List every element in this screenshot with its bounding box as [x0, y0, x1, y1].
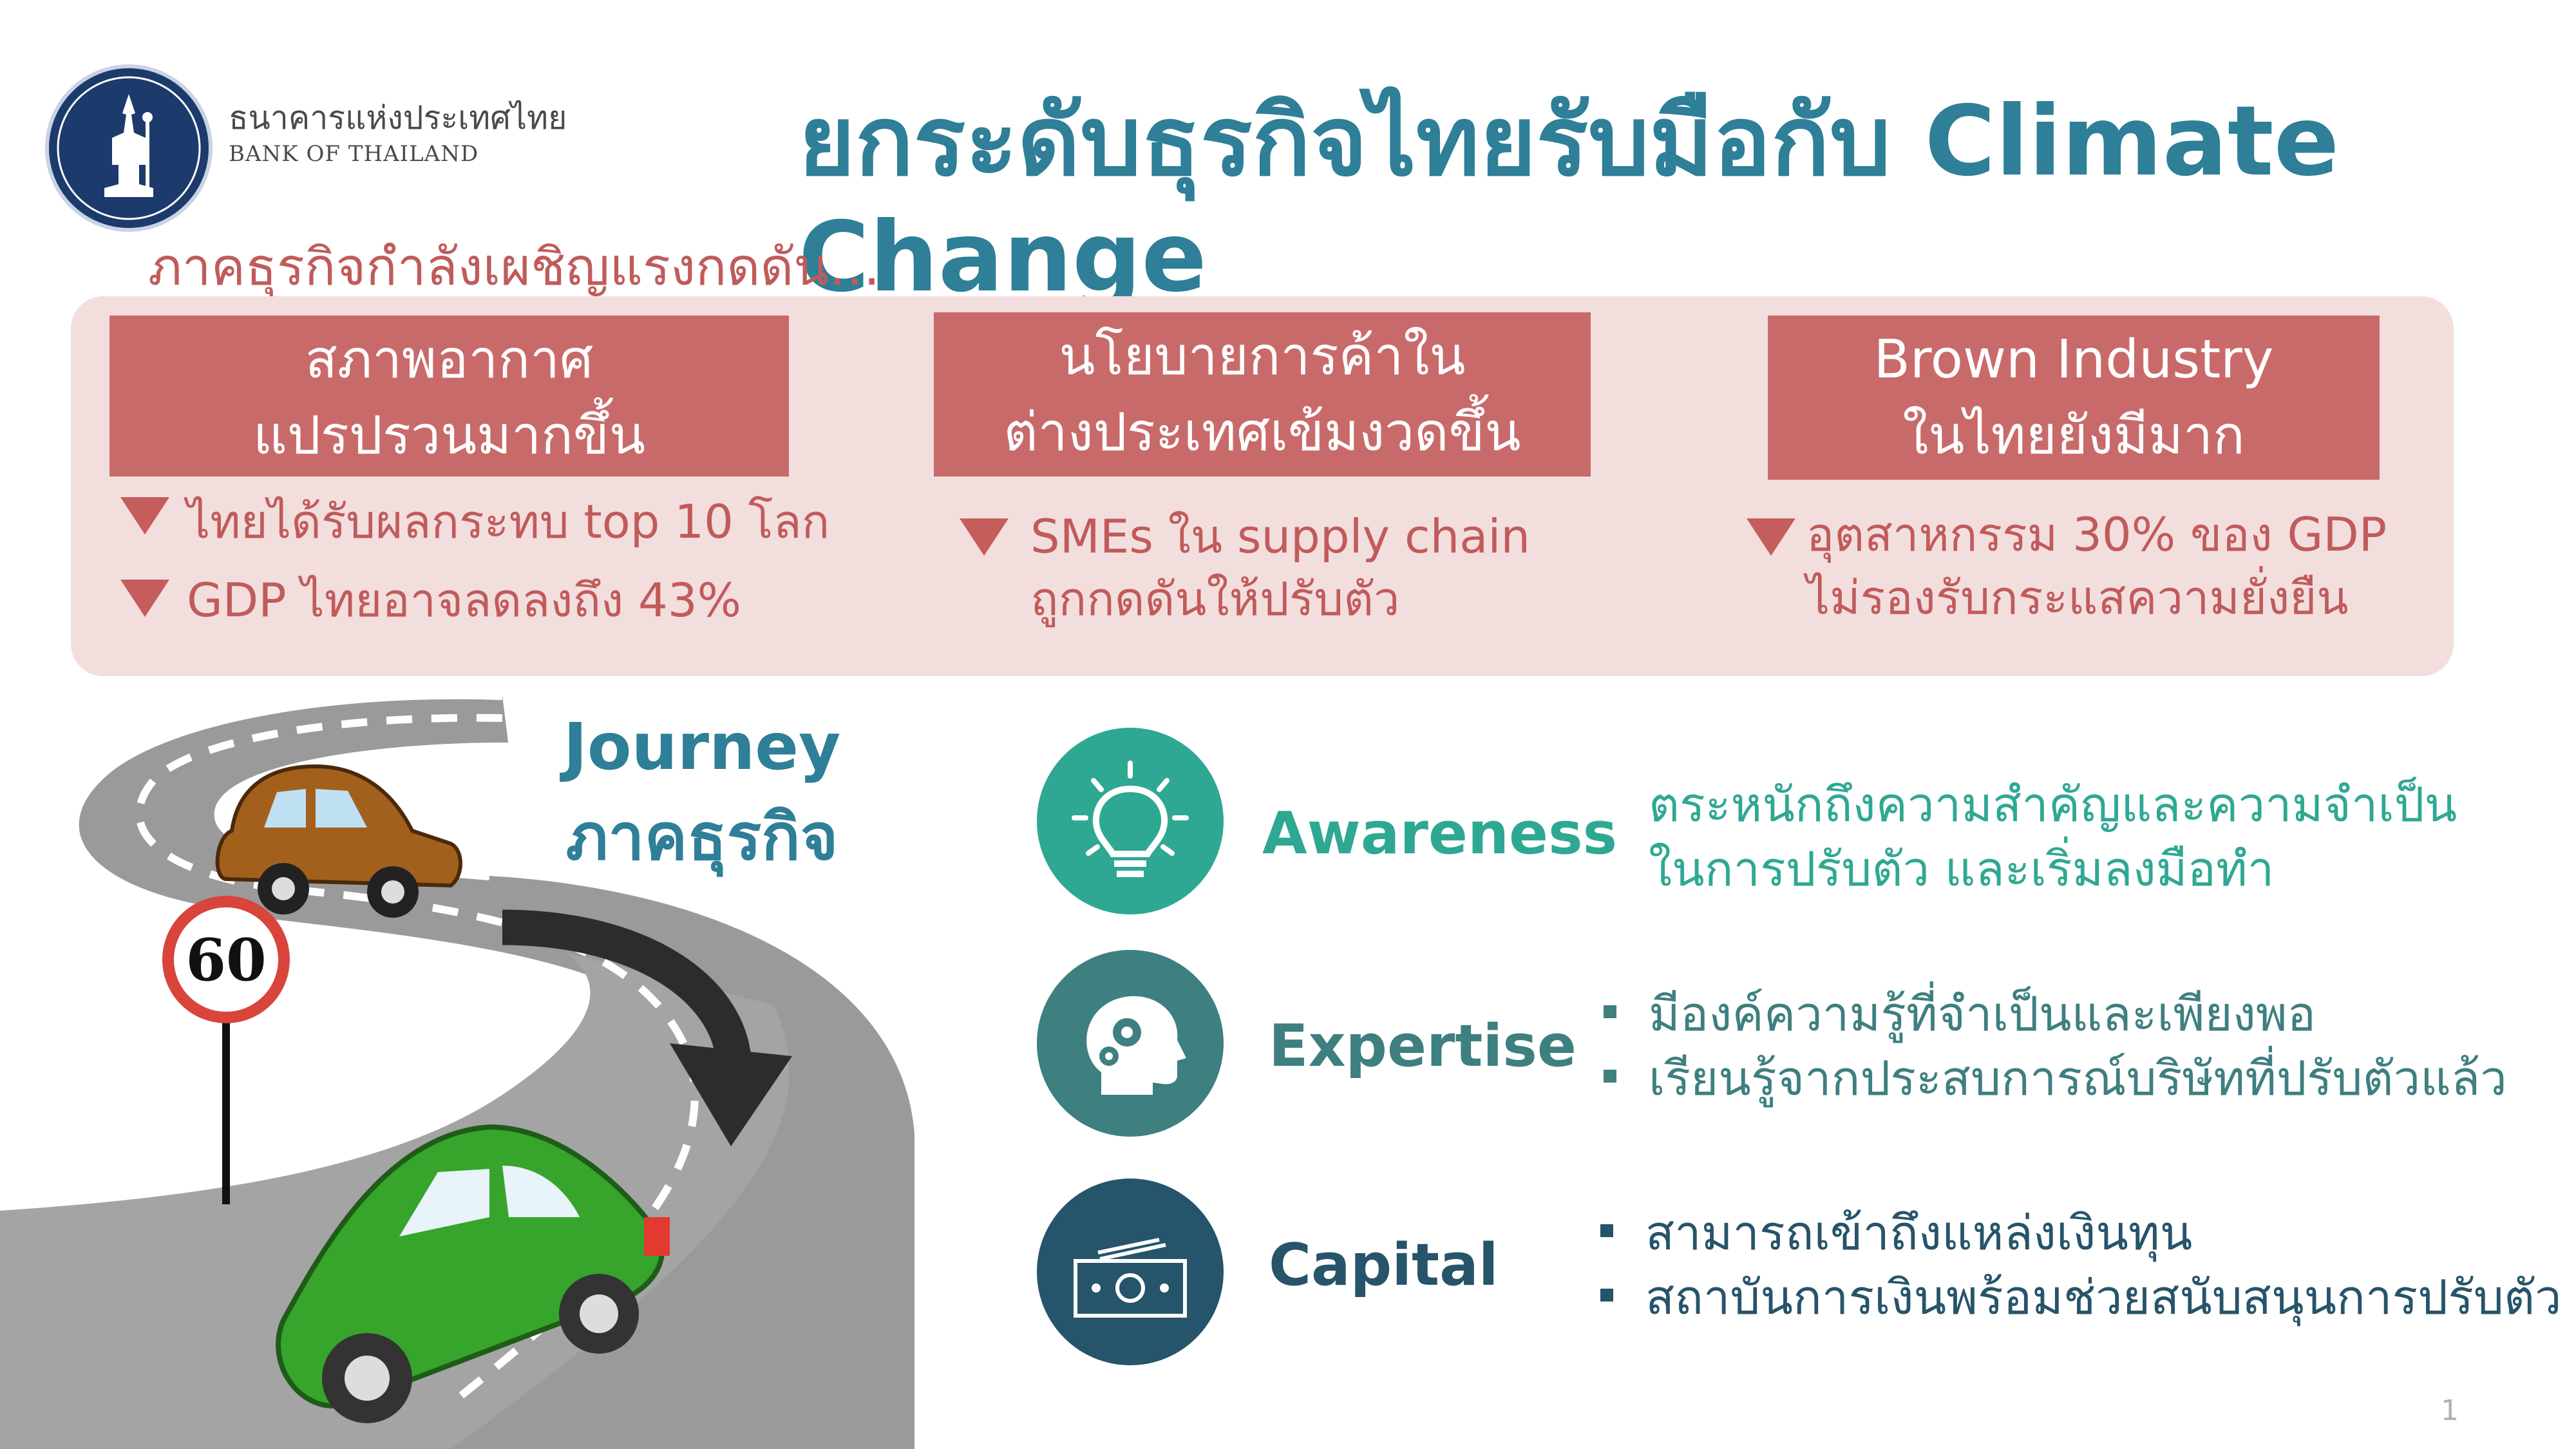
heading-line: สภาพอากาศ — [305, 329, 594, 390]
pressure-heading-brown-industry: Brown Industry ในไทยยังมีมาก — [1768, 316, 2380, 480]
list-item: สถาบันการเงินพร้อมช่วยสนับสนุนการปรับตัว — [1600, 1265, 2562, 1330]
speed-sign-value: 60 — [185, 926, 266, 994]
capital-circle — [1037, 1179, 1224, 1365]
bank-of-thailand-logo — [45, 64, 213, 232]
journey-line-th: ภาคธุรกิจ — [565, 799, 838, 875]
down-triangle-icon — [1747, 518, 1795, 556]
list-item: สามารถเข้าถึงแหล่งเงินทุน — [1600, 1201, 2562, 1265]
speed-sign-icon — [162, 896, 290, 1023]
pressure-bullet: SMEs ใน supply chain — [1030, 509, 1531, 564]
square-bullet-icon — [1600, 1289, 1613, 1302]
heading-line: ในไทยยังมีมาก — [1902, 405, 2245, 466]
list-item: มีองค์ความรู้ที่จำเป็นและเพียงพอ — [1604, 982, 2507, 1046]
brown-car-icon — [215, 764, 462, 918]
pressure-bullet: ไม่รองรับกระแสความยั่งยืน — [1806, 571, 2349, 625]
pressure-bullet: GDP ไทยอาจลดลงถึง 43% — [187, 573, 742, 627]
road-illustration: 60 — [0, 690, 914, 1449]
pillar-label-awareness: Awareness — [1262, 800, 1618, 867]
journey-label: Journey ภาคธุรกิจ — [541, 702, 863, 882]
green-car-icon — [276, 1124, 670, 1423]
heading-line: แปรปรวนมากขึ้น — [253, 405, 645, 466]
square-bullet-icon — [1600, 1224, 1613, 1238]
logo-text: ธนาคารแห่งประเทศไทย BANK OF THAILAND — [229, 97, 567, 169]
logo-name-en: BANK OF THAILAND — [229, 141, 479, 167]
heading-line: Brown Industry — [1873, 329, 2274, 390]
slide-title: ยกระดับธุรกิจไทยรับมือกับ Climate Change — [799, 86, 2340, 314]
journey-line-en: Journey — [563, 709, 841, 784]
pressure-bullet: ไทยได้รับผลกระทบ top 10 โลก — [187, 495, 830, 549]
heading-line: นโยบายการค้าใน — [1059, 326, 1466, 387]
awareness-description: ตระหนักถึงความสำคัญและความจำเป็น ในการปร… — [1649, 773, 2457, 902]
pillar-label-expertise: Expertise — [1269, 1012, 1577, 1080]
list-item: เรียนรู้จากประสบการณ์บริษัทที่ปรับตัวแล้… — [1604, 1046, 2507, 1111]
list-item-text: สามารถเข้าถึงแหล่งเงินทุน — [1645, 1206, 2193, 1261]
list-item-text: สถาบันการเงินพร้อมช่วยสนับสนุนการปรับตัว — [1645, 1270, 2562, 1325]
emblem-icon — [57, 76, 201, 220]
pressure-bullet: ถูกกดดันให้ปรับตัว — [1030, 572, 1400, 626]
pressure-heading-trade-policy: นโยบายการค้าใน ต่างประเทศเข้มงวดขึ้น — [934, 312, 1591, 477]
logo-name-th: ธนาคารแห่งประเทศไทย — [229, 99, 567, 137]
arrow-head-icon — [670, 1043, 792, 1146]
square-bullet-icon — [1604, 1070, 1616, 1083]
pillar-label-capital: Capital — [1269, 1231, 1499, 1299]
capital-description: สามารถเข้าถึงแหล่งเงินทุน สถาบันการเงินพ… — [1600, 1201, 2562, 1330]
slide-subtitle: ภาคธุรกิจกำลังเผชิญแรงกดดัน… — [148, 237, 881, 297]
pressure-heading-climate: สภาพอากาศ แปรปรวนมากขึ้น — [109, 316, 789, 477]
square-bullet-icon — [1604, 1005, 1616, 1019]
curved-arrow-icon — [502, 909, 752, 1070]
heading-line: ต่างประเทศเข้มงวดขึ้น — [1003, 402, 1521, 463]
description-line: ตระหนักถึงความสำคัญและความจำเป็น — [1649, 777, 2458, 833]
pressure-bullet: อุตสาหกรรม 30% ของ GDP — [1806, 507, 2387, 562]
down-triangle-icon — [960, 518, 1009, 556]
expertise-circle — [1037, 950, 1224, 1137]
page-number: 1 — [2441, 1394, 2459, 1427]
down-triangle-icon — [120, 497, 169, 535]
road-edge — [70, 690, 503, 919]
expertise-description: มีองค์ความรู้ที่จำเป็นและเพียงพอ เรียนรู… — [1604, 982, 2507, 1111]
awareness-circle — [1037, 728, 1224, 914]
description-line: ในการปรับตัว และเริ่มลงมือทำ — [1649, 842, 2275, 897]
head-gears-icon — [1086, 996, 1186, 1095]
down-triangle-icon — [120, 580, 169, 617]
list-item-text: มีองค์ความรู้ที่จำเป็นและเพียงพอ — [1649, 987, 2316, 1042]
lightbulb-icon — [1072, 761, 1189, 877]
money-icon — [1074, 1238, 1187, 1318]
list-item-text: เรียนรู้จากประสบการณ์บริษัทที่ปรับตัวแล้… — [1649, 1051, 2507, 1106]
